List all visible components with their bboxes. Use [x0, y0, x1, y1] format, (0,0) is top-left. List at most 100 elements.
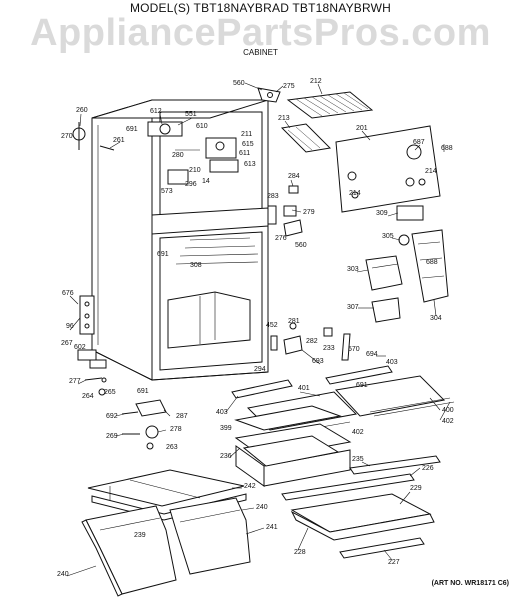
part-label: 240 [256, 504, 268, 511]
part-label: 691 [157, 251, 169, 258]
part-label: 264 [82, 393, 94, 400]
part-label: 688 [441, 145, 453, 152]
part-label: 692 [106, 413, 118, 420]
part-label: 260 [76, 107, 88, 114]
part-label: 305 [382, 233, 394, 240]
part-label: 275 [283, 83, 295, 90]
part-label: 201 [356, 125, 368, 132]
part-label: 570 [348, 346, 360, 353]
part-label: 688 [426, 259, 438, 266]
part-label: 277 [69, 378, 81, 385]
ice-tray-213 [280, 123, 332, 153]
drawer-slides [281, 455, 441, 501]
part-label: 611 [239, 150, 250, 157]
part-label: 399 [220, 425, 232, 432]
part-label: 14 [202, 178, 210, 185]
part-label: 402 [352, 429, 364, 436]
part-label: 241 [266, 524, 278, 531]
part-label: 214 [425, 168, 437, 175]
part-label: 240 [57, 571, 69, 578]
part-label: 213 [278, 115, 290, 122]
part-label: 560 [233, 80, 245, 87]
part-label: 560 [295, 242, 307, 249]
part-label: 212 [310, 78, 322, 85]
crisper-pans [81, 469, 251, 597]
part-label: 269 [106, 433, 118, 440]
crisper-drawer-236 [234, 423, 352, 487]
part-label: 227 [388, 559, 400, 566]
part-label: 403 [216, 409, 228, 416]
part-label: 235 [352, 456, 364, 463]
part-label: 296 [185, 181, 197, 188]
part-label: 401 [298, 385, 310, 392]
part-label: 276 [275, 235, 287, 242]
diagram-subtitle: CABINET [243, 48, 278, 57]
part-label: 211 [241, 131, 252, 138]
part-label: 403 [386, 359, 398, 366]
part-label: 613 [244, 161, 256, 168]
part-label: 612 [150, 108, 162, 115]
part-label: 284 [288, 173, 300, 180]
thermostat-parts [267, 185, 303, 237]
part-label: 261 [113, 137, 125, 144]
part-label: 263 [166, 444, 178, 451]
part-label: 287 [176, 413, 188, 420]
part-label: 278 [170, 426, 182, 433]
part-label: 279 [303, 209, 315, 216]
evaporator-cover-201 [335, 125, 441, 213]
part-label: 307 [347, 304, 359, 311]
freezer-controls [147, 121, 239, 185]
model-title: MODEL(S) TBT18NAYBRAD TBT18NAYBRWH [129, 1, 392, 15]
control-knob-305 [398, 234, 410, 246]
part-label: 452 [266, 322, 278, 329]
part-label: 226 [422, 465, 434, 472]
bracket-307 [371, 297, 401, 323]
part-label: 239 [134, 532, 146, 539]
part-label: 309 [376, 210, 388, 217]
part-label: 693 [312, 358, 324, 365]
control-housing-303 [365, 255, 403, 291]
part-label: 267 [61, 340, 73, 347]
part-label: 402 [442, 418, 454, 425]
part-label: 270 [61, 133, 73, 140]
part-callouts: 560 275 212 260 270 612 551 691 610 261 … [57, 78, 454, 578]
part-label: 691 [137, 388, 149, 395]
glass-shelves [231, 365, 455, 437]
part-label: 228 [294, 549, 306, 556]
part-label: 304 [430, 315, 442, 322]
part-label: 691 [126, 126, 138, 133]
part-label: 282 [306, 338, 318, 345]
wire-shelf-212 [286, 91, 374, 119]
bracket-261 [99, 145, 115, 151]
part-label: 573 [161, 188, 173, 195]
part-label: 400 [442, 407, 454, 414]
top-hinge [257, 87, 281, 103]
part-label: 294 [254, 366, 266, 373]
part-label: 265 [104, 389, 116, 396]
part-label: 229 [410, 485, 422, 492]
art-number-note: (ART NO. WR18171 C6) [431, 580, 509, 587]
part-label: 280 [172, 152, 184, 159]
part-label: 236 [220, 453, 232, 460]
bottom-hinge-left [77, 295, 107, 369]
part-label: 602 [74, 344, 86, 351]
screw-270 [72, 122, 86, 150]
part-label: 694 [366, 351, 378, 358]
fan-parts [351, 178, 426, 199]
part-label: 242 [244, 483, 256, 490]
part-label: 610 [196, 123, 208, 130]
misc-hardware [84, 377, 167, 450]
air-duct-688 [411, 229, 449, 303]
part-label: 691 [356, 382, 368, 389]
part-label: 281 [288, 318, 300, 325]
part-label: 210 [189, 167, 201, 174]
part-label: 214 [349, 190, 361, 197]
damper-label-309 [396, 205, 424, 221]
part-label: 687 [413, 139, 425, 146]
part-label: 96 [66, 323, 74, 330]
leader-lines [66, 82, 451, 577]
part-label: 303 [347, 266, 359, 273]
part-label: 283 [267, 193, 279, 200]
